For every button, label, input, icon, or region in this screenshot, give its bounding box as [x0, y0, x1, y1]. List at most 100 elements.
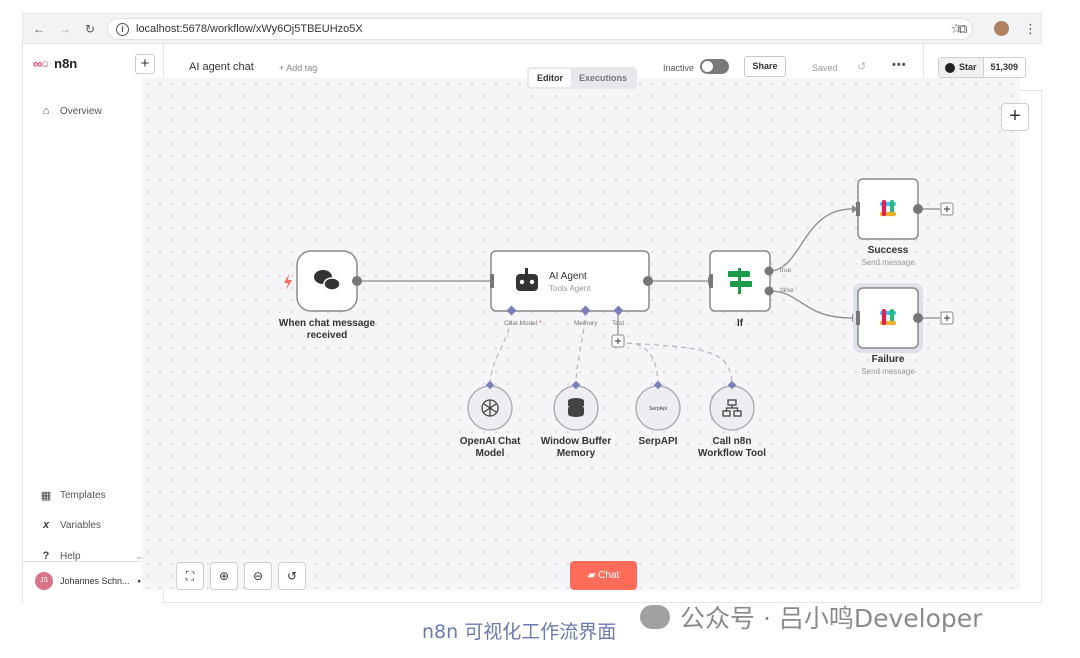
view-tabs: Editor Executions [527, 67, 638, 89]
port-memory[interactable] [580, 305, 591, 316]
sidebar-item-label: Templates [60, 490, 106, 501]
required-asterisk: * [539, 320, 542, 327]
chat-button-label: Chat [598, 570, 620, 581]
port-label-memory: Memory [574, 320, 598, 327]
sitemap-icon [722, 399, 742, 417]
node-success[interactable] [856, 178, 923, 240]
output-port[interactable] [571, 380, 581, 390]
output-port[interactable] [653, 380, 663, 390]
input-port[interactable] [490, 274, 494, 288]
openai-label: OpenAI Chat Model [459, 436, 521, 459]
node-failure[interactable] [853, 283, 923, 353]
slack-icon [879, 199, 897, 217]
create-button[interactable]: + [135, 54, 155, 74]
node-if[interactable] [709, 250, 774, 312]
input-port[interactable] [709, 274, 713, 288]
signpost-icon [728, 268, 752, 294]
github-star-button[interactable]: Star 51,309 [938, 57, 1027, 78]
port-tool[interactable] [613, 305, 624, 316]
workflow-name[interactable]: AI agent chat [189, 61, 254, 73]
zoom-out-button[interactable]: ⊖ [244, 562, 272, 590]
tool-add-button[interactable] [611, 334, 625, 348]
serpapi-icon: SerpApi [649, 406, 667, 412]
site-info-icon[interactable]: i [116, 23, 129, 36]
failure-label: Failure [871, 354, 905, 365]
node-memory[interactable] [553, 380, 599, 431]
chat-button[interactable]: ▰ Chat [570, 561, 637, 590]
browser-toolbar: ← → ↻ i localhost:5678/workflow/xWy6Oj5T… [23, 14, 1041, 44]
home-icon: ⌂ [42, 105, 50, 117]
sidebar-item-label: Overview [60, 105, 102, 117]
address-bar[interactable]: i localhost:5678/workflow/xWy6Oj5TBEUHzo… [107, 18, 973, 40]
node-serpapi[interactable]: SerpApi [635, 380, 681, 431]
tab-editor[interactable]: Editor [529, 69, 571, 87]
user-name: Johannes Schn... [60, 576, 130, 586]
active-toggle[interactable] [700, 59, 729, 74]
node-ai-agent[interactable] [490, 250, 653, 316]
back-icon[interactable]: ← [33, 22, 45, 36]
sidebar-item-templates[interactable]: ▦ Templates [39, 489, 106, 502]
node-call-workflow[interactable] [709, 380, 755, 431]
url-text[interactable]: localhost:5678/workflow/xWy6Oj5TBEUHzo5X [136, 23, 363, 35]
image-caption: n8n 可视化工作流界面 [422, 621, 617, 643]
n8n-logo[interactable]: ∞○ n8n [33, 56, 77, 71]
output-port-true[interactable] [764, 266, 774, 276]
callwf-label: Call n8n Workflow Tool [698, 436, 766, 459]
browser-menu-icon[interactable]: ⋮ [1024, 21, 1037, 36]
help-icon: ? [42, 550, 50, 562]
extensions-icon[interactable]: ⧉ [958, 21, 968, 36]
sidebar-item-help[interactable]: ? Help ⌄ [39, 550, 143, 562]
zoom-in-button[interactable]: ⊕ [210, 562, 238, 590]
if-true-label: true [780, 267, 792, 274]
sidebar-item-label: Variables [60, 519, 101, 531]
fit-view-button[interactable]: ⛶ [176, 562, 204, 590]
user-menu[interactable]: JS Johannes Schn... ••• [35, 572, 150, 590]
history-icon[interactable]: ↺ [857, 61, 867, 73]
github-star-count: 51,309 [990, 62, 1019, 72]
github-star-label: Star [939, 58, 984, 77]
sidebar-item-variables[interactable]: x Variables [39, 519, 101, 531]
openai-icon [481, 399, 499, 417]
output-port[interactable] [727, 380, 737, 390]
output-port[interactable] [352, 276, 362, 286]
failure-add-button[interactable] [940, 311, 954, 325]
output-port-false[interactable] [764, 286, 774, 296]
edge-if-success [768, 208, 853, 272]
node-openai[interactable] [467, 380, 513, 431]
success-label: Success [867, 245, 909, 256]
bookmark-star-icon[interactable]: ☆ [950, 21, 962, 36]
success-add-button[interactable] [940, 202, 954, 216]
trigger-label: When chat message received [278, 318, 376, 341]
node-trigger[interactable] [284, 250, 362, 312]
add-tag-button[interactable]: + Add tag [279, 63, 318, 73]
workflow-more-button[interactable]: ••• [892, 59, 907, 71]
input-port[interactable] [856, 202, 860, 216]
edge-if-failure [768, 290, 853, 319]
input-port[interactable] [856, 311, 860, 325]
output-port[interactable] [913, 204, 923, 214]
watermark-text: 公众号 · 吕小鸣Developer [680, 604, 983, 633]
success-subtitle: Send message [861, 258, 915, 267]
forward-icon[interactable]: → [59, 22, 71, 36]
share-button[interactable]: Share [744, 56, 786, 77]
reset-zoom-button[interactable]: ↺ [278, 562, 306, 590]
wechat-icon [640, 605, 670, 629]
chevron-down-icon: ⌄ [135, 550, 143, 561]
agent-title: AI Agent [549, 271, 587, 282]
robot-icon [516, 268, 538, 291]
port-label-text: Chat Model [504, 320, 538, 327]
output-port[interactable] [643, 276, 653, 286]
sidebar-item-label: Help [60, 550, 81, 562]
serpapi-label: SerpAPI [638, 436, 678, 447]
variables-icon: x [42, 519, 50, 531]
tab-executions[interactable]: Executions [579, 73, 628, 83]
add-node-button[interactable]: + [1001, 103, 1029, 131]
output-port[interactable] [913, 313, 923, 323]
toggle-knob [702, 61, 713, 72]
sidebar-item-overview[interactable]: ⌂ Overview [39, 105, 102, 117]
reload-icon[interactable]: ↻ [85, 22, 96, 36]
workflow-canvas[interactable]: SerpApi When chat message received AI Ag… [142, 78, 1020, 590]
header-divider [923, 44, 924, 91]
output-port[interactable] [485, 380, 495, 390]
browser-profile-avatar[interactable] [994, 21, 1009, 36]
